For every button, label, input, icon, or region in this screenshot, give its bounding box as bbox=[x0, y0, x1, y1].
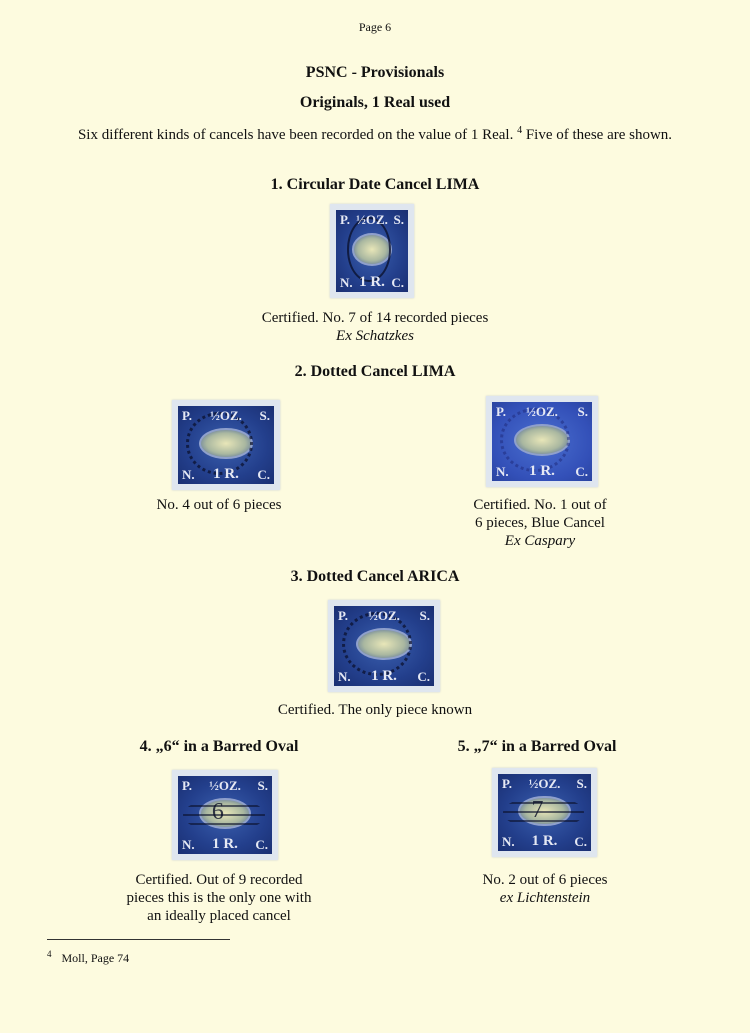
page-number: Page 6 bbox=[358, 20, 392, 34]
stamp-1: P. S. N. C. ½OZ. 1 R. bbox=[330, 204, 414, 298]
stamp-design: 6 P. S. N. C. ½OZ. 1 R. bbox=[178, 776, 272, 854]
stamp-letter: N. bbox=[182, 467, 195, 482]
stamp-4: 6 P. S. N. C. ½OZ. 1 R. bbox=[172, 770, 278, 860]
stamp-letter: C. bbox=[575, 464, 588, 479]
stamp-value-bottom: 1 R. bbox=[529, 463, 555, 479]
circular-cancel bbox=[346, 216, 392, 283]
section-heading-5: 5. „7“ in a Barred Oval bbox=[457, 738, 617, 755]
stamp-letter: S. bbox=[576, 776, 587, 791]
stamp-letter: S. bbox=[257, 778, 268, 793]
stamp-letter: C. bbox=[391, 275, 404, 290]
page-subtitle: Originals, 1 Real used bbox=[299, 94, 451, 111]
stamp-5: 7 P. S. N. C. ½OZ. 1 R. bbox=[492, 768, 597, 857]
caption-2b: Certified. No. 1 out of 6 pieces, Blue C… bbox=[440, 496, 640, 550]
stamp-2a: P. S. N. C. ½OZ. 1 R. bbox=[172, 400, 280, 490]
section-heading-3: 3. Dotted Cancel ARICA bbox=[290, 568, 460, 585]
stamp-design: P. S. N. C. ½OZ. 1 R. bbox=[492, 402, 592, 481]
stamp-letter: C. bbox=[417, 669, 430, 684]
footnote-number: 4 bbox=[47, 949, 52, 959]
footnote: 4 Moll, Page 74 bbox=[47, 949, 129, 966]
stamp-letter: P. bbox=[182, 408, 192, 423]
provenance: Ex Caspary bbox=[504, 533, 576, 549]
stamp-letter: P. bbox=[338, 608, 348, 623]
stamp-letter: N. bbox=[496, 464, 509, 479]
stamp-letter: N. bbox=[340, 275, 353, 290]
cancel-numeral: 6 bbox=[211, 799, 224, 826]
stamp-letter: S. bbox=[419, 608, 430, 623]
caption-line: No. 2 out of 6 pieces bbox=[482, 872, 608, 888]
cancel-numeral: 7 bbox=[531, 797, 544, 824]
caption-line: pieces this is the only one with bbox=[126, 890, 312, 906]
stamp-letter: S. bbox=[393, 212, 404, 227]
stamp-letter: N. bbox=[502, 834, 515, 849]
barred-oval-cancel bbox=[182, 797, 266, 833]
stamp-letter: P. bbox=[182, 778, 192, 793]
page-title: PSNC - Provisionals bbox=[305, 64, 445, 81]
caption-line: 6 pieces, Blue Cancel bbox=[475, 515, 605, 531]
caption-line: an ideally placed cancel bbox=[147, 908, 291, 924]
caption-5: No. 2 out of 6 pieces ex Lichtenstein bbox=[395, 871, 695, 907]
caption-4: Certified. Out of 9 recorded pieces this… bbox=[69, 871, 369, 925]
stamp-value-bottom: 1 R. bbox=[531, 833, 558, 849]
caption-3: Certified. The only piece known bbox=[225, 701, 525, 719]
stamp-letter: S. bbox=[259, 408, 270, 423]
caption-line: Certified. No. 7 of 14 recorded pieces bbox=[261, 310, 489, 326]
dotted-cancel bbox=[342, 612, 412, 677]
stamp-letter: N. bbox=[182, 837, 195, 852]
section-heading-1: 1. Circular Date Cancel LIMA bbox=[270, 176, 480, 193]
section-heading-2: 2. Dotted Cancel LIMA bbox=[294, 363, 456, 380]
intro-paragraph: Six different kinds of cancels have been… bbox=[0, 125, 750, 144]
stamp-value-bottom: 1 R. bbox=[213, 466, 239, 482]
provenance: Ex Schatzkes bbox=[336, 328, 414, 344]
stamp-value-top: ½OZ. bbox=[209, 778, 241, 793]
stamp-value-top: ½OZ. bbox=[526, 404, 558, 419]
stamp-value-top: ½OZ. bbox=[356, 212, 388, 227]
stamp-value-bottom: 1 R. bbox=[359, 274, 385, 290]
intro-text-after: Five of these are shown. bbox=[525, 127, 673, 143]
section-heading-4: 4. „6“ in a Barred Oval bbox=[139, 738, 299, 755]
stamp-design: P. S. N. C. ½OZ. 1 R. bbox=[336, 210, 408, 292]
stamp-design: 7 P. S. N. C. ½OZ. 1 R. bbox=[498, 774, 591, 851]
stamp-3: P. S. N. C. ½OZ. 1 R. bbox=[328, 600, 440, 692]
stamp-letter: C. bbox=[257, 467, 270, 482]
stamp-value-top: ½OZ. bbox=[368, 608, 400, 623]
footnote-ref: 4 bbox=[517, 125, 523, 136]
stamp-letter: P. bbox=[496, 404, 506, 419]
dotted-cancel bbox=[500, 408, 570, 472]
stamp-letter: C. bbox=[255, 837, 268, 852]
footnote-divider bbox=[47, 939, 230, 940]
stamp-2b: P. S. N. C. ½OZ. 1 R. bbox=[486, 396, 598, 487]
dotted-cancel bbox=[185, 412, 253, 475]
stamp-value-top: ½OZ. bbox=[528, 776, 561, 791]
stamp-design: P. S. N. C. ½OZ. 1 R. bbox=[334, 606, 434, 686]
caption-line: Certified. No. 1 out of bbox=[473, 497, 607, 513]
stamp-value-top: ½OZ. bbox=[210, 408, 242, 423]
stamp-letter: P. bbox=[502, 776, 512, 791]
caption-1: Certified. No. 7 of 14 recorded pieces E… bbox=[225, 309, 525, 345]
caption-line: Certified. Out of 9 recorded bbox=[135, 872, 303, 888]
stamp-value-bottom: 1 R. bbox=[371, 668, 397, 684]
caption-line: No. 4 out of 6 pieces bbox=[156, 497, 282, 513]
provenance: ex Lichtenstein bbox=[499, 890, 591, 906]
footnote-text: Moll, Page 74 bbox=[61, 951, 130, 965]
caption-2a: No. 4 out of 6 pieces bbox=[119, 496, 319, 514]
stamp-design: P. S. N. C. ½OZ. 1 R. bbox=[178, 406, 274, 484]
barred-oval-cancel bbox=[502, 795, 585, 830]
stamp-letter: P. bbox=[340, 212, 350, 227]
stamp-letter: S. bbox=[577, 404, 588, 419]
stamp-letter: C. bbox=[574, 834, 587, 849]
stamp-letter: N. bbox=[338, 669, 351, 684]
caption-line: Certified. The only piece known bbox=[277, 702, 473, 718]
intro-text: Six different kinds of cancels have been… bbox=[77, 127, 514, 143]
stamp-value-bottom: 1 R. bbox=[212, 836, 238, 852]
